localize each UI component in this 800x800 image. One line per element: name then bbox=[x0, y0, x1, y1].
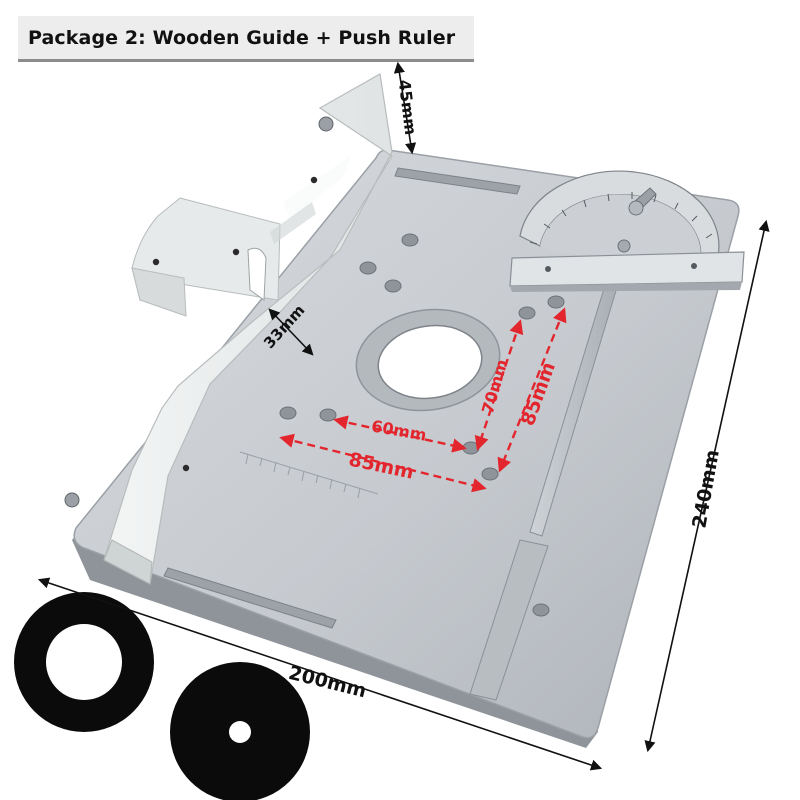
package-title: Package 2: Wooden Guide + Push Ruler bbox=[28, 26, 456, 49]
hole-spacing-85v-arrow bbox=[497, 307, 567, 473]
fence-height-arrow bbox=[393, 61, 417, 155]
plate-length-label: 240mm bbox=[688, 448, 723, 530]
top-slot bbox=[394, 167, 521, 195]
knob-icon bbox=[64, 492, 80, 508]
center-opening bbox=[355, 308, 501, 412]
knob-icon bbox=[318, 116, 334, 132]
dimension-lines bbox=[37, 61, 770, 771]
red-dimension-lines bbox=[279, 307, 567, 493]
hole-spacing-85h-arrow bbox=[279, 433, 487, 493]
wooden-guide bbox=[64, 73, 393, 585]
plate-length-arrow bbox=[644, 219, 770, 753]
package-title-banner: Package 2: Wooden Guide + Push Ruler bbox=[18, 16, 474, 62]
plate-width-arrow bbox=[37, 577, 603, 771]
fence-gap-arrow bbox=[268, 308, 314, 356]
fence-height-label: 45mm bbox=[395, 79, 421, 137]
